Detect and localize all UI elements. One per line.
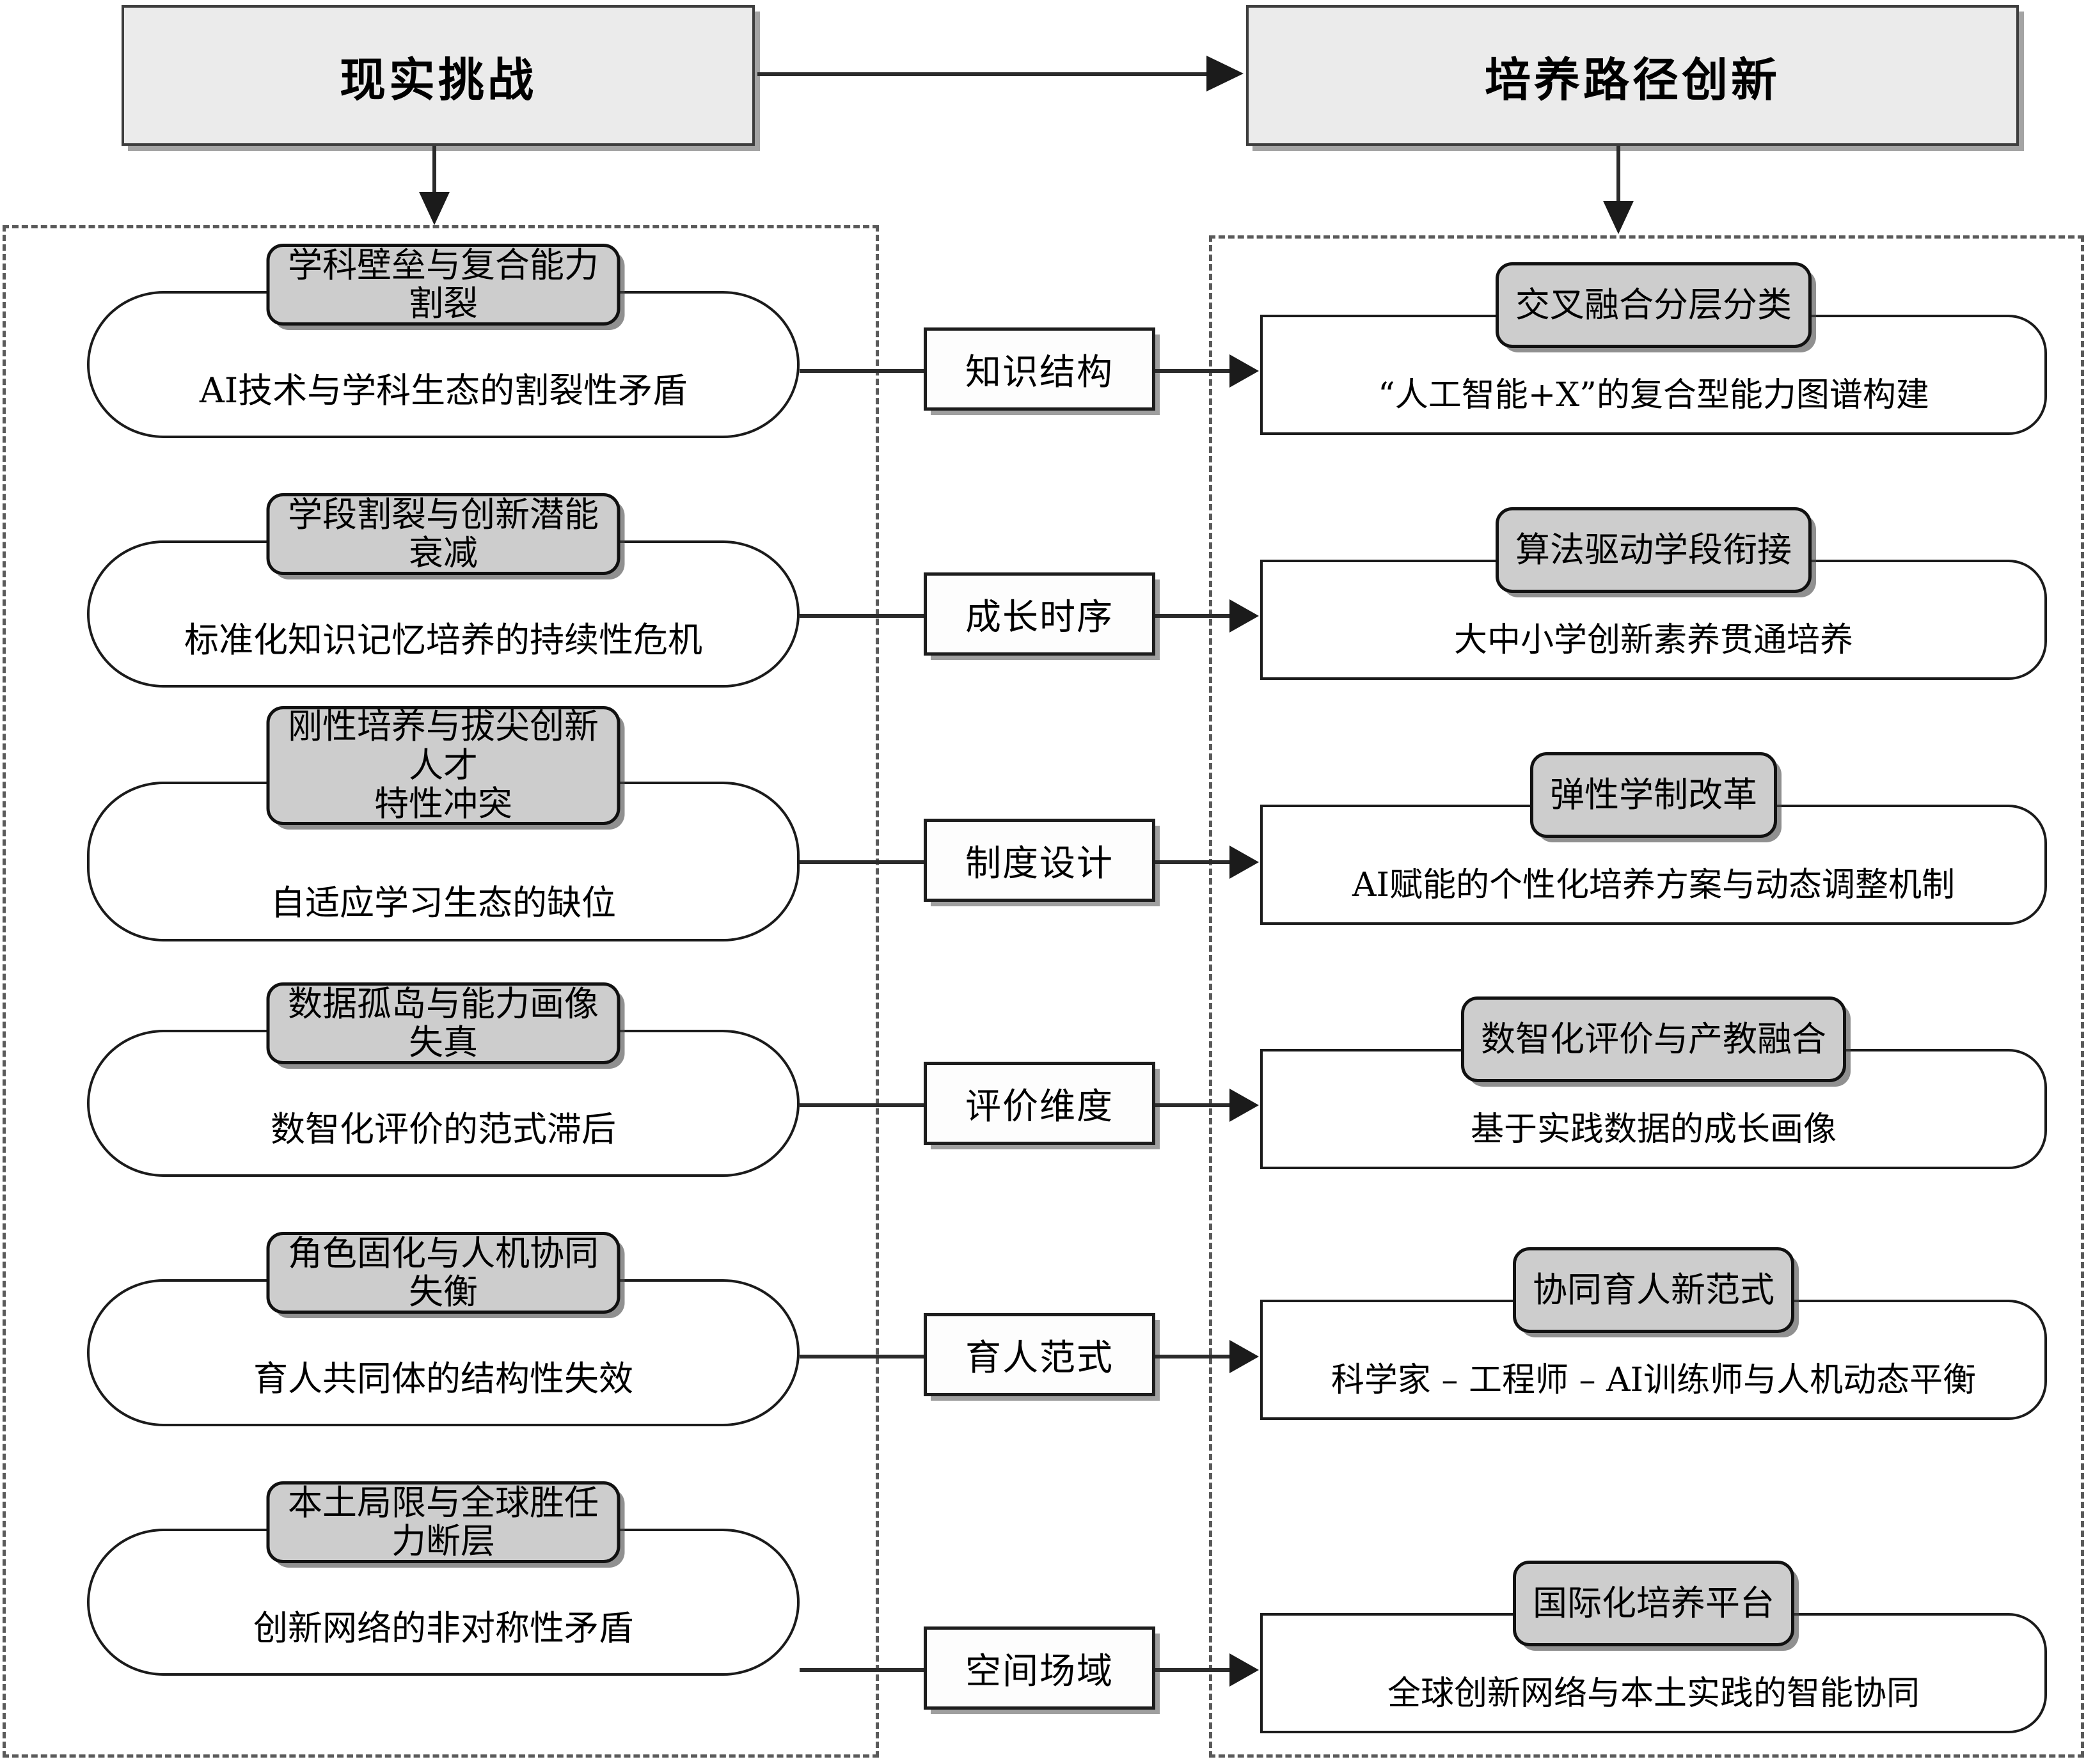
row-connector-left-6 <box>800 1668 928 1672</box>
challenge-chip-6: 本土局限与全球胜任力断层 <box>266 1481 620 1563</box>
path-chip-label-5: 协同育人新范式 <box>1533 1269 1774 1310</box>
link-box-label-1: 知识结构 <box>965 351 1114 393</box>
row-connector-right-1 <box>1155 369 1238 373</box>
arrow-right-icon-row-4 <box>1229 1089 1259 1122</box>
row-connector-left-4 <box>800 1103 928 1107</box>
challenge-chip-1: 学科壁垒与复合能力割裂 <box>266 244 620 326</box>
link-box-1[interactable]: 知识结构 <box>924 327 1155 411</box>
challenge-chip-4: 数据孤岛与能力画像失真 <box>266 982 620 1064</box>
path-card-2[interactable]: 算法驱动学段衔接 大中小学创新素养贯通培养 <box>1260 507 2047 680</box>
row-connector-right-6 <box>1155 1668 1238 1672</box>
header-connector-line <box>757 72 1218 76</box>
path-body-2: 大中小学创新素养贯通培养 <box>1453 621 1853 659</box>
row-connector-left-5 <box>800 1355 928 1358</box>
challenge-card-1[interactable]: 学科壁垒与复合能力割裂 AI技术与学科生态的割裂性矛盾 <box>87 244 800 438</box>
challenge-card-3[interactable]: 刚性培养与拔尖创新人才 特性冲突 自适应学习生态的缺位 <box>87 706 800 941</box>
arrow-right-icon-row-2 <box>1229 599 1259 633</box>
challenge-chip-label-2: 学段割裂与创新潜能衰减 <box>288 494 599 573</box>
path-chip-6: 国际化培养平台 <box>1513 1561 1794 1646</box>
header-box-paths: 培养路径创新 <box>1246 5 2019 146</box>
path-body-1: “人工智能+X”的复合型能力图谱构建 <box>1378 376 1929 414</box>
challenge-body-2: 标准化知识记忆培养的持续性危机 <box>184 620 702 660</box>
challenge-chip-label-5: 角色固化与人机协同失衡 <box>288 1232 599 1312</box>
path-card-5[interactable]: 协同育人新范式 科学家 – 工程师 – AI训练师与人机动态平衡 <box>1260 1247 2047 1420</box>
path-chip-2: 算法驱动学段衔接 <box>1496 507 1812 593</box>
arrow-right-icon-row-1 <box>1229 354 1259 388</box>
path-body-6: 全球创新网络与本土实践的智能协同 <box>1387 1674 1920 1713</box>
header-box-challenges: 现实挑战 <box>122 5 755 146</box>
row-connector-right-2 <box>1155 614 1238 618</box>
link-box-3[interactable]: 制度设计 <box>924 819 1155 902</box>
challenge-body-5: 育人共同体的结构性失效 <box>253 1358 633 1399</box>
path-chip-label-6: 国际化培养平台 <box>1533 1582 1774 1623</box>
row-connector-left-3 <box>800 860 928 864</box>
link-box-4[interactable]: 评价维度 <box>924 1062 1155 1145</box>
path-body-4: 基于实践数据的成长画像 <box>1470 1110 1837 1149</box>
path-card-4[interactable]: 数智化评价与产教融合 基于实践数据的成长画像 <box>1260 996 2047 1169</box>
arrow-right-icon-row-3 <box>1229 846 1259 879</box>
header-label-challenges: 现实挑战 <box>339 52 537 107</box>
row-connector-right-4 <box>1155 1103 1238 1107</box>
arrow-down-icon-right-group <box>1603 201 1634 234</box>
challenge-chip-2: 学段割裂与创新潜能衰减 <box>266 493 620 575</box>
row-connector-left-1 <box>800 369 928 373</box>
path-card-3[interactable]: 弹性学制改革 AI赋能的个性化培养方案与动态调整机制 <box>1260 752 2047 925</box>
link-box-label-4: 评价维度 <box>965 1085 1114 1128</box>
challenge-chip-label-6: 本土局限与全球胜任力断层 <box>288 1482 599 1561</box>
path-chip-3: 弹性学制改革 <box>1530 752 1777 838</box>
link-box-label-3: 制度设计 <box>965 842 1114 885</box>
challenge-body-4: 数智化评价的范式滞后 <box>271 1109 616 1149</box>
arrow-right-icon-row-5 <box>1229 1340 1259 1373</box>
arrow-down-icon-left-group <box>419 192 450 225</box>
challenge-card-4[interactable]: 数据孤岛与能力画像失真 数智化评价的范式滞后 <box>87 982 800 1177</box>
header-label-paths: 培养路径创新 <box>1484 52 1780 107</box>
left-header-drop-line <box>432 146 436 196</box>
arrow-right-icon-header <box>1206 56 1244 91</box>
right-header-drop-line <box>1616 146 1620 205</box>
challenge-chip-3: 刚性培养与拔尖创新人才 特性冲突 <box>266 706 620 825</box>
link-box-5[interactable]: 育人范式 <box>924 1313 1155 1396</box>
challenge-chip-label-1: 学科壁垒与复合能力割裂 <box>288 244 599 324</box>
link-box-2[interactable]: 成长时序 <box>924 572 1155 656</box>
arrow-right-icon-row-6 <box>1229 1653 1259 1687</box>
challenge-body-3: 自适应学习生态的缺位 <box>271 883 616 923</box>
path-body-3: AI赋能的个性化培养方案与动态调整机制 <box>1352 866 1956 904</box>
path-chip-5: 协同育人新范式 <box>1513 1247 1794 1333</box>
group-container-challenges <box>3 225 879 1758</box>
challenge-card-2[interactable]: 学段割裂与创新潜能衰减 标准化知识记忆培养的持续性危机 <box>87 493 800 688</box>
link-box-6[interactable]: 空间场域 <box>924 1626 1155 1710</box>
path-card-1[interactable]: 交叉融合分层分类 “人工智能+X”的复合型能力图谱构建 <box>1260 262 2047 435</box>
path-chip-label-4: 数智化评价与产教融合 <box>1481 1018 1826 1059</box>
group-container-paths <box>1209 235 2084 1758</box>
link-box-label-2: 成长时序 <box>965 596 1114 638</box>
path-body-5: 科学家 – 工程师 – AI训练师与人机动态平衡 <box>1331 1361 1977 1399</box>
row-connector-right-5 <box>1155 1355 1238 1358</box>
row-connector-right-3 <box>1155 860 1238 864</box>
link-box-label-6: 空间场域 <box>965 1650 1114 1692</box>
row-connector-left-2 <box>800 614 928 618</box>
link-box-label-5: 育人范式 <box>965 1337 1114 1379</box>
path-chip-4: 数智化评价与产教融合 <box>1461 996 1846 1082</box>
challenge-card-5[interactable]: 角色固化与人机协同失衡 育人共同体的结构性失效 <box>87 1232 800 1426</box>
path-chip-label-1: 交叉融合分层分类 <box>1515 284 1792 325</box>
path-chip-label-3: 弹性学制改革 <box>1550 774 1757 815</box>
challenge-body-1: AI技术与学科生态的割裂性矛盾 <box>199 370 688 411</box>
path-card-6[interactable]: 国际化培养平台 全球创新网络与本土实践的智能协同 <box>1260 1561 2047 1733</box>
challenge-chip-label-4: 数据孤岛与能力画像失真 <box>288 983 599 1062</box>
challenge-body-6: 创新网络的非对称性矛盾 <box>253 1608 633 1648</box>
challenge-chip-5: 角色固化与人机协同失衡 <box>266 1232 620 1314</box>
challenge-card-6[interactable]: 本土局限与全球胜任力断层 创新网络的非对称性矛盾 <box>87 1481 800 1676</box>
path-chip-label-2: 算法驱动学段衔接 <box>1515 529 1792 570</box>
path-chip-1: 交叉融合分层分类 <box>1496 262 1812 348</box>
challenge-chip-label-3: 刚性培养与拔尖创新人才 特性冲突 <box>288 706 599 824</box>
